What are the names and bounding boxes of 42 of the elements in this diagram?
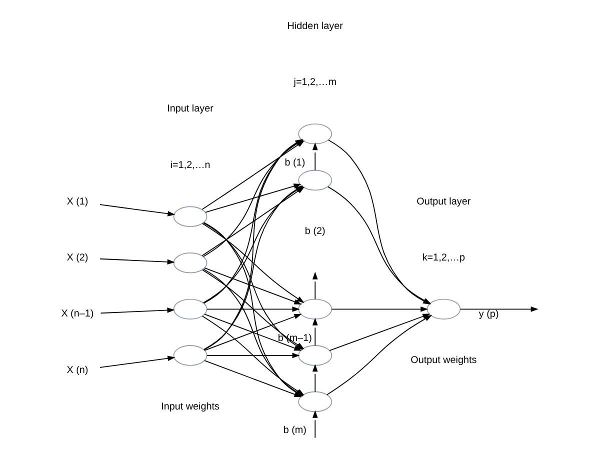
arrow bbox=[100, 204, 176, 216]
node-ellipse bbox=[298, 345, 332, 366]
arrow bbox=[100, 356, 176, 368]
edge-label: y (p) bbox=[478, 309, 499, 320]
node-ellipse bbox=[298, 124, 332, 144]
arrow bbox=[312, 142, 318, 171]
label: i=1,2,…n bbox=[170, 160, 210, 171]
label: Output weights bbox=[410, 354, 477, 366]
arrow bbox=[331, 306, 428, 312]
node-ellipse bbox=[173, 298, 208, 320]
node-ellipse bbox=[173, 252, 208, 274]
arrow bbox=[204, 267, 302, 304]
node-ellipse bbox=[298, 391, 332, 412]
node-text: X (1) bbox=[66, 196, 88, 208]
arrow bbox=[206, 352, 300, 358]
node-ellipse bbox=[298, 170, 332, 191]
edge-label: b (1) bbox=[284, 158, 306, 169]
node-ellipse bbox=[426, 298, 461, 320]
arrow bbox=[312, 364, 318, 392]
arrow bbox=[312, 318, 318, 346]
edge-label: b (m–1) bbox=[278, 332, 312, 344]
node-ellipse bbox=[173, 206, 208, 227]
arrow bbox=[312, 410, 318, 438]
label: Output layer bbox=[416, 196, 471, 208]
edge-label: b (m) bbox=[283, 425, 306, 436]
node-ellipse bbox=[173, 345, 208, 366]
node-text: X (2) bbox=[66, 252, 88, 264]
arrow bbox=[205, 184, 302, 213]
arrow bbox=[460, 306, 538, 312]
arrow bbox=[100, 308, 175, 314]
arrow bbox=[204, 314, 302, 351]
arrow bbox=[202, 223, 304, 303]
arrow bbox=[206, 306, 300, 312]
node-text: X (n) bbox=[66, 364, 88, 376]
arrow bbox=[312, 272, 318, 300]
arrow bbox=[100, 258, 175, 265]
label: Input layer bbox=[167, 104, 214, 115]
label: Hidden layer bbox=[287, 21, 343, 32]
node-ellipse bbox=[298, 298, 332, 320]
label: b (2) bbox=[304, 226, 326, 238]
node-text: X (n–1) bbox=[61, 308, 94, 320]
label: j=1,2,…m bbox=[294, 77, 336, 88]
